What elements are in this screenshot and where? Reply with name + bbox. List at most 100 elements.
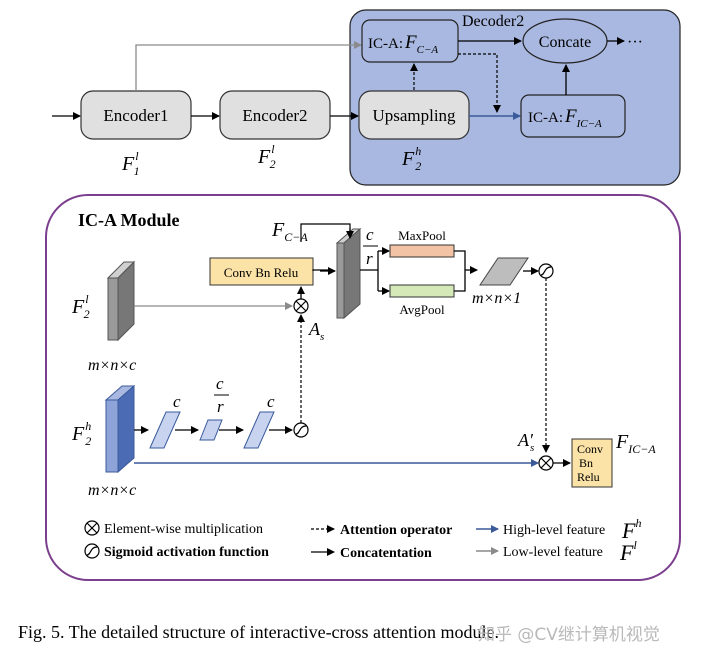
avgpool-bar — [389, 284, 455, 298]
p2-r-label: r — [217, 397, 224, 416]
ica-dashed-link — [458, 53, 498, 105]
conv-out-line — [312, 269, 333, 271]
f2h-main: F — [401, 148, 415, 170]
fica-module-main: F — [615, 431, 629, 453]
f2h-module-main: F — [71, 423, 85, 445]
sigmoid-icon-2-curve — [540, 266, 552, 276]
fca-r-label: r — [366, 249, 373, 268]
p1-c-label: c — [173, 392, 181, 411]
ica-bottom-box — [520, 94, 626, 138]
encoder2-label: Encoder2 — [242, 106, 307, 125]
ellipsis: ··· — [627, 34, 643, 51]
ica-top-label: IC-A:FC−A — [368, 32, 438, 56]
f2l-block-front — [107, 277, 119, 341]
avgpool-label: AvgPool — [399, 302, 445, 317]
p2-c-label: c — [216, 374, 224, 393]
fc-layer-1 — [149, 411, 181, 449]
maxpool-label: MaxPool — [398, 228, 446, 243]
f1-sub: 1 — [134, 164, 140, 178]
dims-low: m×n×c — [88, 357, 136, 374]
conv-small-box — [571, 438, 613, 488]
fca-module-main: F — [271, 219, 285, 241]
legend-multiply-x2 — [86, 522, 98, 534]
f2-sup: l — [271, 142, 275, 156]
ica-bottom-f: F — [564, 106, 577, 127]
f2-sub: 2 — [270, 157, 276, 171]
mn1-label: m×n×1 — [472, 290, 521, 307]
figure-caption: Fig. 5. The detailed structure of intera… — [18, 622, 500, 642]
fca-c-label: c — [366, 225, 374, 244]
ica-bottom-sub: IC−A — [576, 118, 602, 130]
module-title: IC-A Module — [78, 210, 180, 230]
legend-mult-label: Element-wise multiplication — [104, 522, 263, 537]
concate-label: Concate — [539, 34, 591, 51]
multiply-icon-x2 — [295, 300, 307, 312]
fca-block-side — [343, 227, 361, 320]
legend-sigmoid-label: Sigmoid activation function — [104, 545, 269, 560]
ica-bottom-label: IC-A:FIC−A — [528, 106, 602, 130]
asp-sub: s — [530, 442, 534, 454]
ica-top-f: F — [404, 32, 417, 53]
legend-sigmoid-curve — [86, 546, 98, 556]
asp-main: A′ — [517, 430, 534, 450]
conv-small-2: Bn — [579, 456, 593, 470]
as-sub: s — [320, 331, 324, 343]
watermark: 知乎 @CV继计算机视觉 — [478, 625, 660, 645]
legend-fh-sup: h — [635, 516, 641, 530]
legend-low-label: Low-level feature — [503, 545, 603, 560]
f1-main: F — [121, 153, 135, 175]
fc-layer-3 — [243, 411, 275, 449]
conv-bn-relu-box — [209, 257, 314, 286]
encoder2-box — [219, 90, 331, 140]
f2l-module-sub: 2 — [84, 307, 90, 321]
legend-fl-main: F — [619, 540, 634, 565]
f2h-sup: h — [415, 144, 421, 158]
f2l-module-sup: l — [85, 292, 89, 306]
as-main: A — [308, 319, 321, 339]
f2-main: F — [257, 146, 271, 168]
f2h-module-sub: 2 — [85, 434, 91, 448]
dims-high: m×n×c — [88, 482, 136, 499]
encoder1-label: Encoder1 — [103, 106, 168, 125]
legend-fh-label: Fh — [621, 516, 641, 543]
fica-module-label: FIC−A — [615, 431, 656, 456]
multiply-icon-2-x2 — [540, 457, 552, 469]
as-label: As — [308, 319, 324, 343]
f2h-block-side — [117, 384, 135, 474]
f2h-sub: 2 — [415, 159, 421, 173]
legend-attention-label: Attention operator — [340, 523, 452, 538]
f2h-block-front — [105, 399, 119, 473]
merge-line — [454, 250, 466, 292]
asp-label: A′s — [517, 430, 534, 454]
f2l-block-side — [117, 260, 135, 342]
fca-module-sub: C−A — [284, 230, 308, 244]
sigmoid-icon-1-curve — [295, 425, 307, 435]
maxpool-bar — [389, 244, 455, 258]
legend-fl-label: Fl — [619, 538, 637, 565]
conv-bn-relu-label: Conv Bn Relu — [224, 265, 299, 280]
conv-small-3: Relu — [577, 470, 600, 484]
sigmoid-icon-2 — [538, 263, 554, 279]
upsampling-label: Upsampling — [372, 106, 456, 125]
fc-layer-2 — [199, 419, 223, 441]
f2l-module-main: F — [71, 296, 85, 318]
legend-concat-label: Concatentation — [340, 546, 432, 561]
mn1-feature-map — [479, 257, 529, 286]
conv-small-1: Conv — [577, 442, 603, 456]
upsampling-box — [358, 90, 470, 140]
fca-module-label: FC−A — [271, 219, 308, 244]
ica-bottom-prefix: IC-A: — [528, 110, 563, 126]
fca-block-front — [336, 242, 345, 319]
fica-module-sub: IC−A — [627, 442, 656, 456]
ica-top-prefix: IC-A: — [368, 36, 403, 52]
p3-c-label: c — [267, 392, 275, 411]
legend-fh-main: F — [621, 518, 636, 543]
legend-sigmoid-icon — [84, 543, 100, 559]
legend-high-label: High-level feature — [503, 523, 605, 538]
